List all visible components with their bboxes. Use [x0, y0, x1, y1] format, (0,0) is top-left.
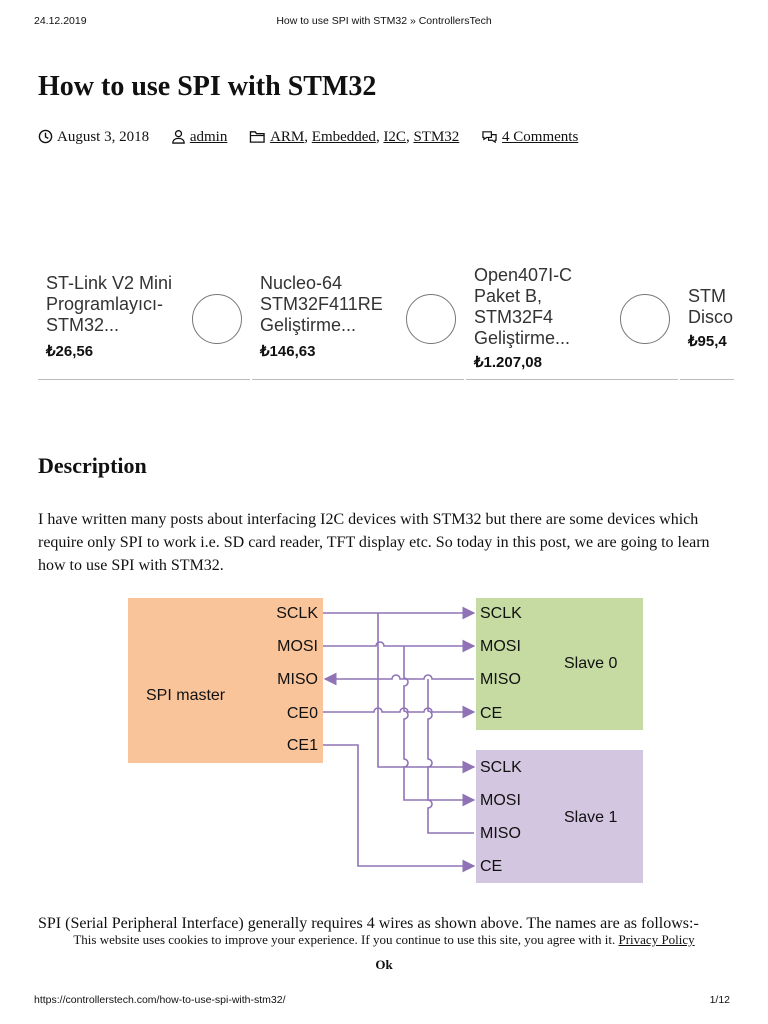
- slave0-pin-mosi: MOSI: [480, 638, 521, 655]
- product-image-placeholder[interactable]: [192, 294, 242, 344]
- post-comments: 4 Comments: [481, 129, 578, 145]
- comments-link[interactable]: 4 Comments: [502, 129, 579, 145]
- intro-paragraph: I have written many posts about interfac…: [38, 511, 710, 574]
- cookie-ok-button[interactable]: Ok: [375, 957, 393, 972]
- master-pin-ce0: CE0: [287, 705, 318, 722]
- slave1-pin-sclk: SCLK: [480, 759, 522, 776]
- clock-icon: [38, 129, 53, 144]
- product-title[interactable]: Nucleo-64 STM32F411RE Geliştirme...: [260, 273, 383, 335]
- spi-wiring-diagram: SPI master SCLK MOSI MISO CE0 CE1 SCLK M…: [128, 598, 643, 883]
- post-date: August 3, 2018: [38, 129, 149, 145]
- post-date-text: August 3, 2018: [57, 129, 150, 145]
- slave1-block: [476, 750, 643, 883]
- master-pin-mosi: MOSI: [277, 638, 318, 655]
- product-card[interactable]: Open407I-C Paket B, STM32F4 Geliştirme..…: [466, 262, 678, 380]
- product-title[interactable]: Open407I-C Paket B, STM32F4 Geliştirme..…: [474, 265, 573, 348]
- followup-paragraph: SPI (Serial Peripheral Interface) genera…: [38, 915, 699, 932]
- product-image-placeholder[interactable]: [406, 294, 456, 344]
- category-link-stm32[interactable]: STM32: [413, 129, 460, 145]
- page-number: 1/12: [709, 994, 730, 1006]
- product-price: ₺146,63: [260, 343, 316, 360]
- section-heading: Description: [38, 453, 147, 478]
- master-pin-sclk: SCLK: [276, 605, 318, 622]
- product-price: ₺95,4: [688, 333, 727, 350]
- author-link[interactable]: admin: [189, 129, 228, 145]
- category-link-i2c[interactable]: I2C: [383, 129, 406, 145]
- product-price: ₺26,56: [46, 343, 94, 360]
- slave1-pin-miso: MISO: [480, 825, 521, 842]
- slave0-pin-miso: MISO: [480, 671, 521, 688]
- slave1-label: Slave 1: [564, 809, 617, 826]
- product-price: ₺1.207,08: [474, 354, 542, 371]
- master-pin-ce1: CE1: [287, 737, 318, 754]
- product-card[interactable]: STM Disco ₺95,4: [680, 262, 734, 380]
- product-card[interactable]: ST-Link V2 Mini Programlayıcı- STM32... …: [38, 262, 250, 380]
- spi-master-block: [128, 598, 323, 763]
- product-image-placeholder[interactable]: [620, 294, 670, 344]
- comments-icon: [482, 131, 497, 144]
- page-title: How to use SPI with STM32: [38, 71, 377, 102]
- slave1-pin-ce: CE: [480, 858, 502, 875]
- privacy-policy-link[interactable]: Privacy Policy: [618, 932, 695, 947]
- category-link-arm[interactable]: ARM: [270, 129, 305, 145]
- print-url: https://controllerstech.com/how-to-use-s…: [34, 994, 286, 1006]
- slave0-pin-sclk: SCLK: [480, 605, 522, 622]
- slave0-block: [476, 598, 643, 730]
- master-pin-miso: MISO: [277, 671, 318, 688]
- slave1-pin-mosi: MOSI: [480, 792, 521, 809]
- slave0-label: Slave 0: [564, 655, 617, 672]
- print-title: How to use SPI with STM32 » ControllersT…: [276, 15, 492, 27]
- post-meta: August 3, 2018 admin ARM, Embedded, I2C,…: [38, 127, 596, 147]
- slave0-pin-ce: CE: [480, 705, 502, 722]
- print-footer: https://controllerstech.com/how-to-use-s…: [0, 994, 768, 1010]
- folder-icon: [249, 131, 265, 143]
- user-icon: [172, 130, 185, 144]
- post-categories: ARM, Embedded, I2C, STM32: [249, 129, 459, 145]
- print-date: 24.12.2019: [34, 15, 87, 27]
- product-carousel: ST-Link V2 Mini Programlayıcı- STM32... …: [38, 262, 734, 382]
- product-title[interactable]: STM Disco: [688, 286, 734, 327]
- cookie-banner: This website uses cookies to improve you…: [0, 931, 768, 948]
- print-header: 24.12.2019 How to use SPI with STM32 » C…: [0, 15, 768, 31]
- spi-wires: [323, 606, 476, 873]
- cookie-text: This website uses cookies to improve you…: [73, 932, 616, 947]
- category-link-embedded[interactable]: Embedded: [311, 129, 376, 145]
- spi-master-label: SPI master: [146, 687, 226, 704]
- post-author: admin: [171, 129, 228, 145]
- product-card[interactable]: Nucleo-64 STM32F411RE Geliştirme... ₺146…: [252, 262, 464, 380]
- product-title[interactable]: ST-Link V2 Mini Programlayıcı- STM32...: [46, 273, 173, 335]
